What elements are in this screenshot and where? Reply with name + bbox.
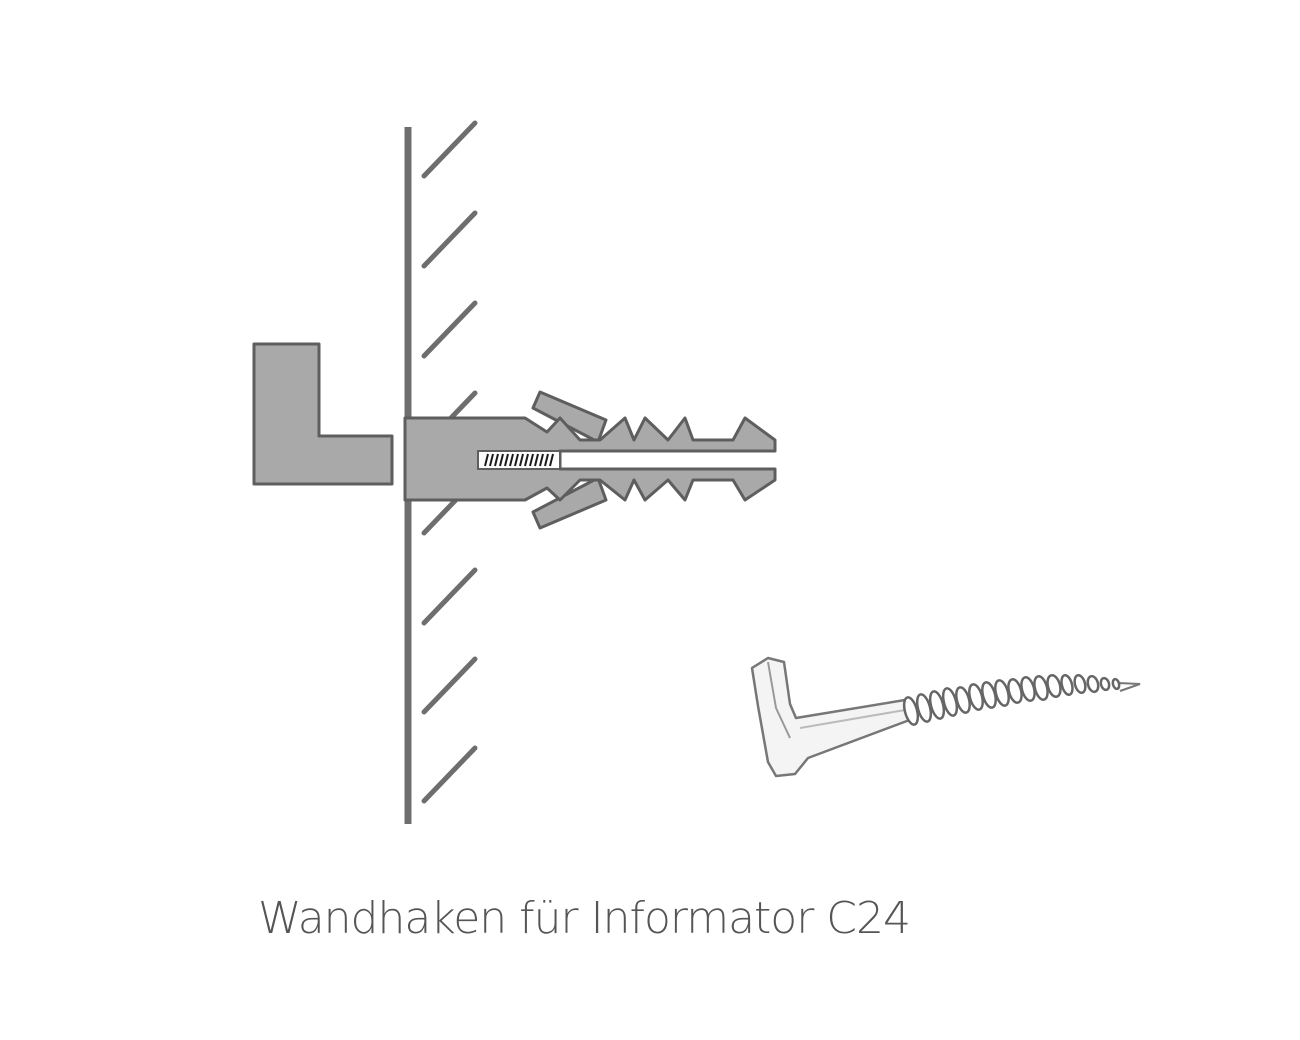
hook-thread: [902, 673, 1121, 726]
hook-fold-line: [767, 661, 791, 739]
hook-tip: [1117, 682, 1141, 692]
plug-lower-arm: [531, 476, 608, 530]
hook-shaft-highlight: [799, 709, 906, 729]
caption: Wandhaken für Informator C24: [258, 893, 911, 944]
wall-plug-icon: [403, 390, 777, 530]
hook-head: [750, 656, 917, 778]
l-bracket-icon: [252, 342, 394, 486]
screw-thread: [484, 453, 554, 467]
screw-channel: [477, 450, 561, 470]
screw-hook-icon: [750, 656, 1141, 778]
